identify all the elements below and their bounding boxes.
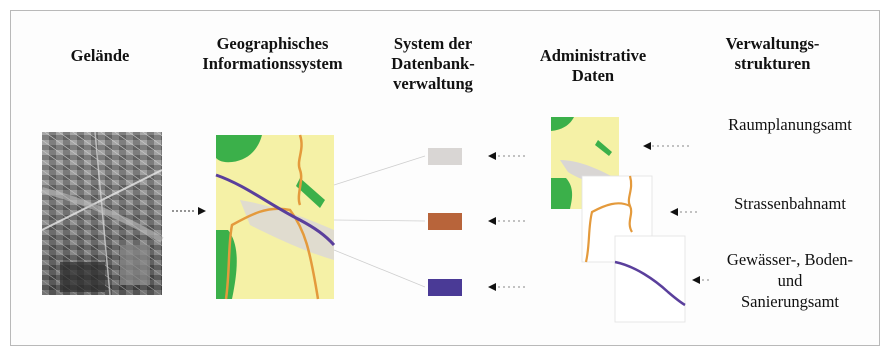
arrow-left-icon	[488, 152, 496, 160]
office-planning: Raumplanungsamt	[728, 115, 852, 134]
db-box-planning	[428, 148, 462, 165]
arrow-left-icon	[692, 276, 700, 284]
gis-map	[215, 134, 336, 300]
aerial-photo	[41, 131, 164, 296]
arrow-left-icon	[670, 208, 678, 216]
office-tram: Strassenbahnamt	[734, 194, 846, 213]
arrow-left-icon	[488, 283, 496, 291]
arrow-left-icon	[643, 142, 651, 150]
db-box-tram	[428, 213, 462, 230]
admin-layer-water	[614, 235, 686, 323]
header-terrain: Gelände	[70, 46, 130, 65]
db-box-water	[428, 279, 462, 296]
header-structures: Verwaltungs-strukturen	[725, 34, 820, 73]
arrow-left-icon	[488, 217, 496, 225]
arrow-right-icon	[198, 207, 206, 215]
